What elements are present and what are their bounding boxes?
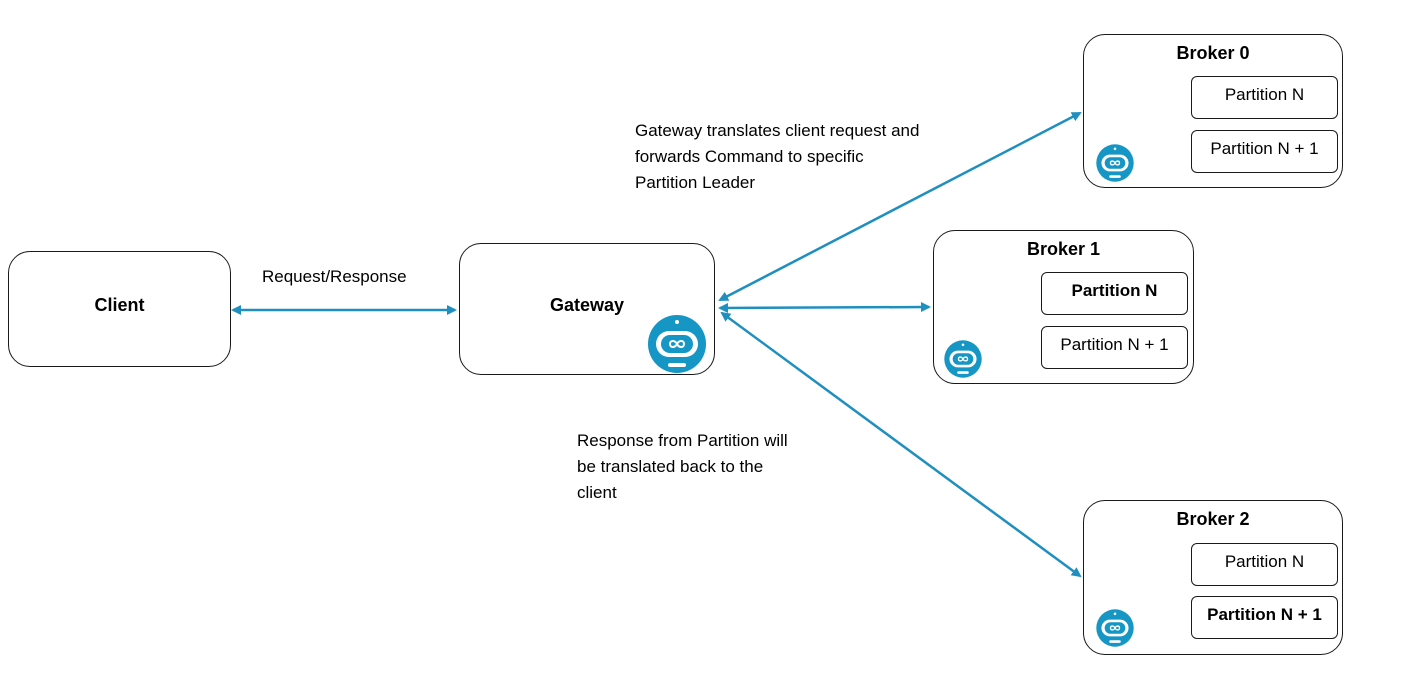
broker-0-box[interactable]: Broker 0 Partition N Partition N + 1	[1083, 34, 1343, 188]
broker-1-partition-n-plus-1[interactable]: Partition N + 1	[1041, 326, 1188, 369]
note-line: forwards Command to specific	[635, 147, 864, 166]
zeebe-robot-logo-icon	[1096, 144, 1134, 182]
zeebe-robot-logo-icon	[1096, 609, 1134, 647]
note-line: be translated back to the	[577, 457, 764, 476]
note-line: client	[577, 483, 617, 502]
gateway-box[interactable]: Gateway	[459, 243, 715, 375]
forward-command-note: Gateway translates client request and fo…	[635, 118, 919, 196]
zeebe-robot-logo-icon	[648, 315, 706, 373]
broker-2-partition-n[interactable]: Partition N	[1191, 543, 1338, 586]
request-response-label: Request/Response	[262, 267, 407, 286]
broker-2-box[interactable]: Broker 2 Partition N Partition N + 1	[1083, 500, 1343, 655]
note-line: Response from Partition will	[577, 431, 788, 450]
client-box[interactable]: Client	[8, 251, 231, 367]
client-label: Client	[94, 295, 145, 315]
broker-0-partition-n[interactable]: Partition N	[1191, 76, 1338, 119]
zeebe-robot-logo-icon	[944, 340, 982, 378]
broker-0-title: Broker 0	[1176, 43, 1250, 63]
gateway-broker0-arrow	[718, 111, 1082, 302]
gateway-label: Gateway	[549, 295, 625, 315]
gateway-broker1-arrow	[718, 302, 931, 313]
broker-2-partition-n-plus-1[interactable]: Partition N + 1	[1191, 596, 1338, 639]
note-line: Gateway translates client request and	[635, 121, 920, 140]
broker-1-box[interactable]: Broker 1 Partition N Partition N + 1	[933, 230, 1194, 384]
response-translation-note: Response from Partition will be translat…	[577, 428, 788, 506]
broker-0-partition-n-plus-1[interactable]: Partition N + 1	[1191, 130, 1338, 173]
broker-2-title: Broker 2	[1176, 509, 1250, 529]
gateway-broker2-arrow	[720, 311, 1082, 578]
broker-1-title: Broker 1	[1026, 239, 1101, 259]
broker-1-partition-n[interactable]: Partition N	[1041, 272, 1188, 315]
note-line: Partition Leader	[635, 173, 756, 192]
